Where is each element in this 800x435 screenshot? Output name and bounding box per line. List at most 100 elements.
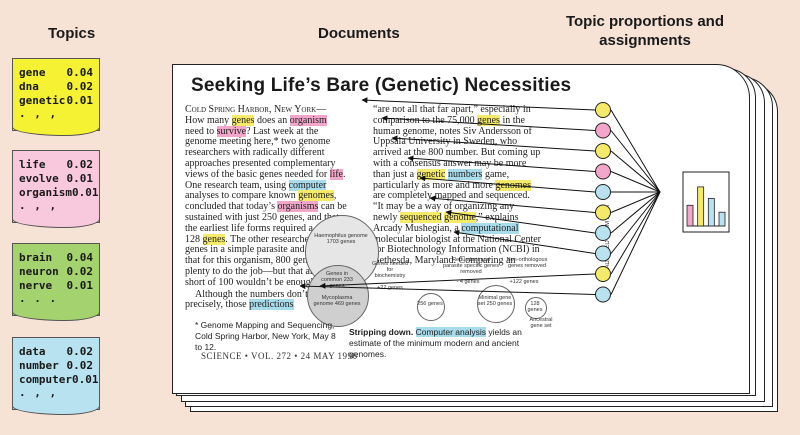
- histogram-bar: [697, 186, 705, 227]
- topic-more: . , ,: [19, 199, 58, 212]
- assignment-arrow: [381, 115, 596, 131]
- topic-word: evolve: [19, 172, 59, 185]
- text-run: does an: [254, 114, 290, 126]
- topic-more: . , ,: [19, 386, 58, 399]
- journal-footer: SCIENCE • VOL. 272 • 24 MAY 1996: [201, 351, 358, 361]
- assignment-arrow: [391, 135, 596, 152]
- ancient-circle: [525, 297, 547, 319]
- topic-word: nerve: [19, 279, 53, 292]
- text-run: . One research team, using: [185, 168, 346, 191]
- ancestral-label: Ancestral gene set: [529, 317, 553, 329]
- text-run: analyses to compare known: [185, 190, 299, 202]
- text-run: , concluded that today’s: [185, 190, 337, 213]
- topic-word: gene: [19, 66, 46, 79]
- genome-figure: Haemophilus genome 1703 genes Genes in c…: [303, 215, 553, 330]
- highlighted-word: genome: [444, 211, 476, 223]
- text-run: Although the numbers don’t match precise…: [185, 288, 335, 311]
- topic-assignment-circle: [595, 204, 611, 221]
- common-genes-label: Genes in common 233 genes: [321, 271, 353, 289]
- minimal-circle: [477, 285, 515, 323]
- topic-assignment-circle: [595, 143, 611, 159]
- text-run: ? Last week at the genome meeting here,*…: [185, 125, 336, 180]
- topic-word: life: [19, 158, 46, 171]
- topic-word-row: life 0.02: [19, 158, 93, 172]
- text-run: can be sustained with just 250 genes, an…: [185, 201, 347, 245]
- highlighted-word: life: [329, 168, 343, 180]
- topic-word-prob: 0.02: [66, 158, 94, 171]
- topic-word-prob: 0.01: [71, 186, 99, 199]
- nonortho-label: Non-orthologous genes removed: [506, 257, 548, 269]
- minimal-label: Minimal gene set 250 genes: [477, 295, 513, 307]
- topic-assignment-circle: [595, 184, 611, 200]
- histogram-bar: [686, 204, 694, 227]
- genes-needed-label: Genes needed for biochemistry: [371, 261, 409, 279]
- text-run: ,” explains Arcady Mushegian, a: [373, 211, 519, 234]
- mycoplasma-circle: [307, 265, 369, 327]
- topic-more: . . .: [19, 292, 58, 305]
- hub-line: [610, 150, 661, 193]
- highlighted-word: computer: [288, 179, 327, 191]
- minus122-label: +122 genes: [509, 279, 539, 285]
- highlighted-word: genes: [231, 114, 255, 126]
- topic-word-prob: 0.02: [66, 359, 94, 372]
- topic-word-prob: 0.02: [66, 345, 94, 358]
- topic-histogram: [682, 171, 730, 233]
- column-left-text-1: How many genes does an organism need to …: [185, 114, 347, 288]
- documents-header: Documents: [318, 25, 400, 42]
- histogram-bar: [718, 211, 726, 227]
- topic-assignment-circle: [595, 286, 611, 303]
- highlighted-word: genes: [477, 114, 500, 126]
- highlighted-word: genomes: [298, 190, 334, 202]
- column-left-para-2: Although the numbers don’t match precise…: [185, 288, 347, 312]
- hub-line: [610, 130, 661, 193]
- topic-word: brain: [19, 251, 53, 264]
- topic-word: neuron: [19, 265, 59, 278]
- topic-word-row: evolve 0.01: [19, 172, 93, 186]
- hub-line: [610, 109, 661, 193]
- topic-circles: [595, 102, 611, 303]
- topic-assignment-circle: [595, 122, 611, 139]
- plus22-label: +22 genes: [377, 285, 403, 291]
- topic-word: genetic: [19, 94, 66, 107]
- highlighted-word: numbers: [447, 168, 483, 180]
- highlighted-word: sequenced: [399, 211, 442, 223]
- hub-line: [610, 171, 661, 193]
- topic-assignment-circle: [595, 102, 611, 118]
- assignment-arrow: [407, 155, 596, 172]
- text-run: need to: [185, 125, 217, 137]
- topics-header: Topics: [48, 25, 96, 42]
- highlighted-word: genetic: [416, 168, 446, 180]
- highlighted-word: survive: [216, 125, 247, 137]
- text-run: . The other researcher mapped genes in a…: [185, 233, 347, 288]
- minus4-label: - 4 genes: [456, 279, 480, 285]
- assignment-arrow: [299, 283, 596, 295]
- footnote: * Genome Mapping and Sequencing, Cold Sp…: [195, 320, 336, 352]
- proportions-header-line2: assignments: [599, 32, 691, 49]
- text-run: yields an estimate of the minimum modern…: [349, 327, 522, 359]
- topic-assignment-circle: [595, 266, 611, 282]
- text-run: How many: [185, 114, 232, 126]
- text-run: molecular biologist at the National Cent…: [373, 233, 542, 267]
- topic-word-prob: 0.04: [66, 251, 94, 264]
- highlighted-word: Computer analysis: [415, 327, 486, 337]
- document-title: Seeking Life’s Bare (Genetic) Necessitie…: [191, 75, 572, 96]
- highlighted-word: predictions: [249, 299, 294, 311]
- proportions-header-line1: Topic proportions and: [565, 13, 725, 30]
- highlighted-word: organism: [289, 114, 327, 126]
- topic-word-row: nerve 0.01: [19, 279, 93, 293]
- topic-more: . , ,: [19, 107, 58, 120]
- assignment-arrow: [319, 273, 596, 289]
- topic-word: dna: [19, 80, 39, 93]
- topic-word-prob: 0.01: [66, 172, 94, 185]
- topic-word-prob: 0.01: [71, 373, 99, 386]
- hub-line: [610, 191, 661, 254]
- topic-word-prob: 0.01: [66, 279, 94, 292]
- hub-line: [610, 191, 661, 213]
